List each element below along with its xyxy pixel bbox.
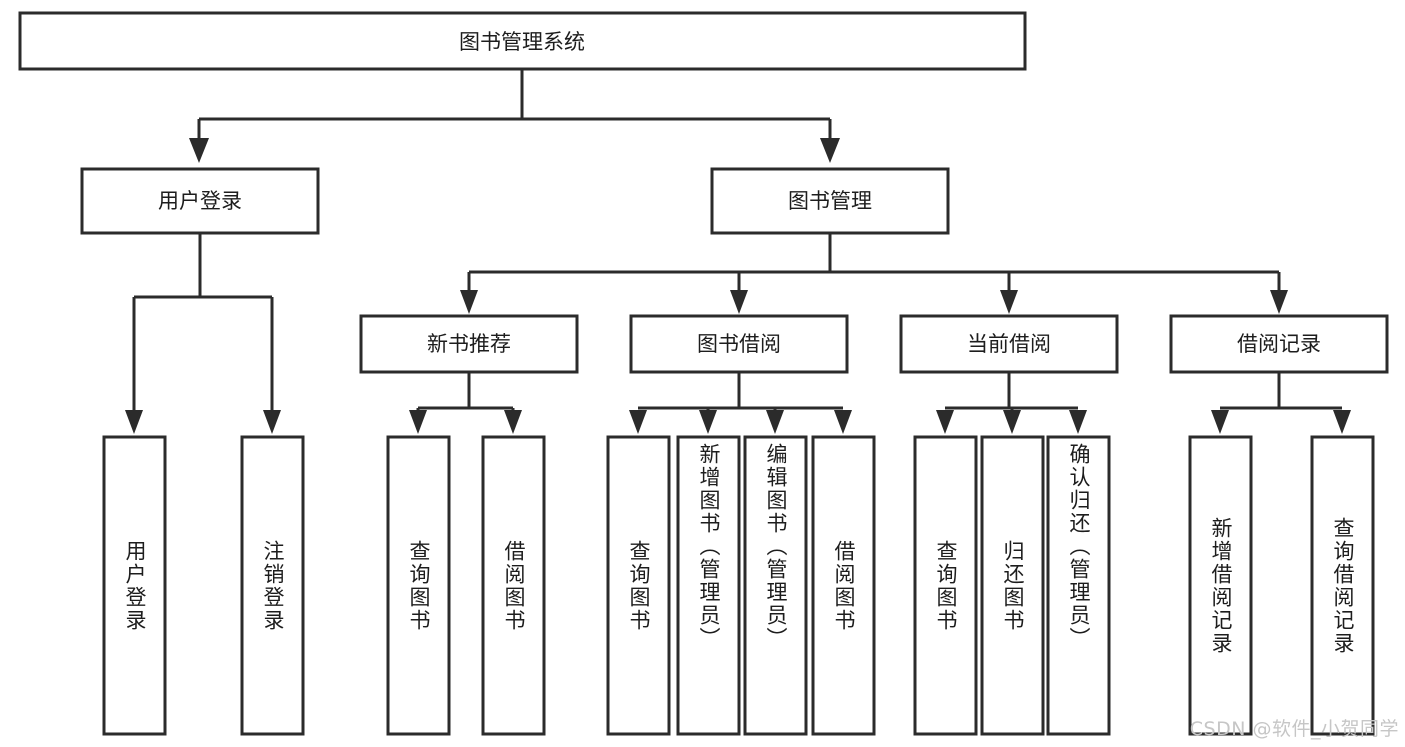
arrow-head-user-login: [189, 138, 209, 163]
arrow-head-leaf-confirm-return: [1069, 410, 1087, 434]
leaf-label-borrow-book-1-wrap: 借阅图书: [483, 437, 544, 734]
arrow-head-leaf-edit-book: [766, 410, 784, 434]
node-root-box[interactable]: [18, 11, 1027, 71]
leaf-label-user-logout: 注销登录: [261, 539, 285, 632]
arrow-head-leaf-add-book: [699, 410, 717, 434]
arrow-head-new-book-recommend: [460, 290, 478, 314]
leaf-label-borrow-book-2: 借阅图书: [832, 539, 856, 632]
node-new-book-recommend[interactable]: 新书推荐: [359, 314, 579, 374]
leaf-label-edit-book-wrap: 编辑图书（管理员）: [745, 443, 806, 734]
arrow-head-leaf-return-book: [1003, 410, 1021, 434]
leaf-label-query-book-3: 查询图书: [934, 539, 958, 632]
arrow-head-leaf-query-record: [1333, 410, 1351, 434]
leaf-label-confirm-return: 确认归还（管理员）: [1067, 443, 1091, 650]
leaf-label-edit-book: 编辑图书（管理员）: [764, 443, 788, 650]
leaf-box-edit-book[interactable]: [743, 435, 808, 736]
leaf-label-return-book-wrap: 归还图书: [982, 437, 1043, 734]
arrow-head-borrow-record: [1270, 290, 1288, 314]
leaf-box-borrow-book-2[interactable]: [811, 435, 876, 736]
arrow-head-book-borrow: [730, 290, 748, 314]
node-book-manage-label: 图书管理: [788, 189, 872, 213]
node-book-borrow[interactable]: 图书借阅: [629, 314, 849, 374]
node-user-login-label: 用户登录: [158, 189, 242, 213]
leaf-box-user-logout[interactable]: [240, 435, 305, 736]
arrow-head-leaf-add-record: [1211, 410, 1229, 434]
arrow-head-leaf-query-book-3: [936, 410, 954, 434]
leaf-label-add-book: 新增图书（管理员）: [697, 443, 721, 650]
node-current-borrow-box[interactable]: [899, 314, 1119, 374]
leaf-label-return-book: 归还图书: [1001, 539, 1025, 632]
leaf-label-query-book-1: 查询图书: [407, 539, 431, 632]
arrow-head-leaf-query-book-2: [629, 410, 647, 434]
leaf-label-add-book-wrap: 新增图书（管理员）: [678, 443, 739, 734]
leaf-box-query-book-2[interactable]: [606, 435, 671, 736]
node-new-book-recommend-box[interactable]: [359, 314, 579, 374]
leaf-label-query-book-2: 查询图书: [627, 539, 651, 632]
leaf-box-confirm-return[interactable]: [1046, 435, 1111, 736]
arrow-head-leaf-borrow-book-1: [504, 410, 522, 434]
node-root-label: 图书管理系统: [459, 30, 585, 54]
leaf-label-user-login: 用户登录: [123, 539, 147, 632]
arrow-head-leaf-user-logout: [263, 410, 281, 434]
leaf-label-query-book-3-wrap: 查询图书: [915, 437, 976, 734]
leaf-box-query-record[interactable]: [1310, 435, 1375, 736]
leaf-label-user-logout-wrap: 注销登录: [242, 437, 303, 734]
node-current-borrow[interactable]: 当前借阅: [899, 314, 1119, 374]
node-new-book-recommend-label: 新书推荐: [427, 332, 511, 356]
arrow-head-leaf-query-book-1: [409, 410, 427, 434]
leaf-label-query-record: 查询借阅记录: [1331, 516, 1355, 655]
leaf-box-query-book-3[interactable]: [913, 435, 978, 736]
leaf-label-confirm-return-wrap: 确认归还（管理员）: [1048, 443, 1109, 734]
node-current-borrow-label: 当前借阅: [967, 332, 1051, 356]
arrow-head-leaf-user-login: [125, 410, 143, 434]
leaf-box-return-book[interactable]: [980, 435, 1045, 736]
arrow-head-leaf-borrow-book-2: [834, 410, 852, 434]
leaf-box-add-book[interactable]: [676, 435, 741, 736]
arrow-head-book-manage: [820, 138, 840, 163]
leaf-label-query-book-2-wrap: 查询图书: [608, 437, 669, 734]
node-book-borrow-box[interactable]: [629, 314, 849, 374]
node-borrow-record[interactable]: 借阅记录: [1169, 314, 1389, 374]
leaf-box-add-record[interactable]: [1188, 435, 1253, 736]
node-root[interactable]: 图书管理系统: [18, 11, 1027, 71]
leaf-label-borrow-book-2-wrap: 借阅图书: [813, 437, 874, 734]
node-borrow-record-label: 借阅记录: [1237, 332, 1321, 356]
arrow-head-current-borrow: [1000, 290, 1018, 314]
leaf-label-add-record: 新增借阅记录: [1209, 516, 1233, 655]
node-book-manage[interactable]: 图书管理: [710, 167, 950, 235]
leaf-box-query-book-1[interactable]: [386, 435, 451, 736]
node-user-login[interactable]: 用户登录: [80, 167, 320, 235]
leaf-label-query-record-wrap: 查询借阅记录: [1312, 437, 1373, 734]
leaf-label-borrow-book-1: 借阅图书: [502, 539, 526, 632]
leaf-box-user-login[interactable]: [102, 435, 167, 736]
leaf-label-query-book-1-wrap: 查询图书: [388, 437, 449, 734]
leaf-label-add-record-wrap: 新增借阅记录: [1190, 437, 1251, 734]
leaf-label-user-login-wrap: 用户登录: [104, 437, 165, 734]
node-book-borrow-label: 图书借阅: [697, 332, 781, 356]
leaf-box-borrow-book-1[interactable]: [481, 435, 546, 736]
